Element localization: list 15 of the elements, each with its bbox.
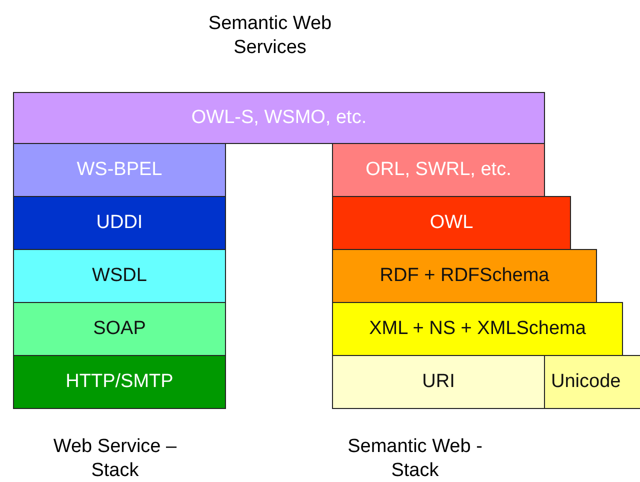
stack-layer: URI [332,355,545,409]
diagram-title: Semantic Web Services [207,12,333,60]
stack-layer: UDDI [13,196,226,250]
stack-layer: WSDL [13,249,226,303]
stack-layer: OWL-S, WSMO, etc. [13,92,545,144]
stack-layer: OWL [332,196,571,250]
stack-layer: ORL, SWRL, etc. [332,143,545,197]
stack-layer: WS-BPEL [13,143,226,197]
stack-caption: Semantic Web - Stack [346,435,484,482]
stack-layer: HTTP/SMTP [13,355,226,409]
stack-layer: SOAP [13,302,226,356]
stack-layer: XML + NS + XMLSchema [332,302,623,356]
stack-layer: RDF + RDFSchema [332,249,597,303]
stack-layer: Unicode [544,355,640,409]
stack-caption: Web Service – Stack [52,435,178,482]
